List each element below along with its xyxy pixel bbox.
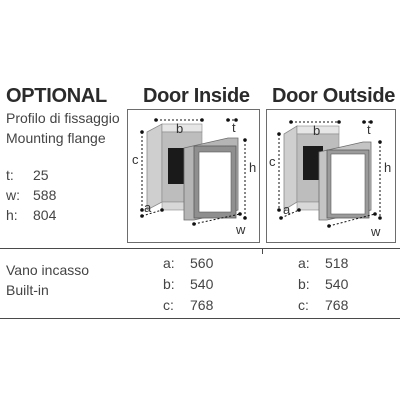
door-outside-panel: c b t h a w	[266, 109, 396, 243]
door-outside-diagram: c b t h a w	[269, 120, 391, 239]
label-c-outside: c	[269, 154, 276, 169]
outside-b-key: b:	[298, 276, 310, 292]
profile-label: Profilo di fissaggio	[6, 110, 120, 126]
optional-title: OPTIONAL	[6, 85, 107, 107]
door-inside-title: Door Inside	[143, 85, 250, 107]
mounting-label: Mounting flange	[6, 130, 106, 146]
bottom-divider-line	[0, 318, 400, 319]
label-b: b	[176, 121, 183, 136]
label-a: a	[144, 200, 152, 215]
outside-a-value: 518	[325, 255, 349, 271]
inside-a-value: 560	[190, 255, 214, 271]
spec-t-key: t:	[6, 167, 14, 183]
builtin-label-it: Vano incasso	[6, 262, 90, 278]
inside-c-key: c:	[163, 297, 174, 313]
spec-t-value: 25	[33, 167, 49, 183]
divider-tick	[262, 248, 263, 254]
spec-h-value: 804	[33, 207, 57, 223]
outside-c-value: 768	[325, 297, 349, 313]
inside-c-value: 768	[190, 297, 214, 313]
door-inside-diagram: c b t h a w	[132, 118, 256, 237]
outside-c-key: c:	[298, 297, 309, 313]
label-a-outside: a	[283, 202, 291, 217]
label-w: w	[235, 222, 246, 237]
spec-w-value: 588	[33, 187, 57, 203]
inside-b-key: b:	[163, 276, 175, 292]
door-inside-panel: c b t h a w	[127, 109, 260, 243]
label-h-outside: h	[384, 160, 391, 175]
label-c: c	[132, 152, 139, 167]
label-w-outside: w	[370, 224, 381, 239]
outside-b-value: 540	[325, 276, 349, 292]
label-b-outside: b	[313, 123, 320, 138]
outside-a-key: a:	[298, 255, 310, 271]
spec-w-key: w:	[6, 187, 20, 203]
builtin-label-en: Built-in	[6, 282, 49, 298]
inside-b-value: 540	[190, 276, 214, 292]
divider-line	[0, 248, 400, 249]
inside-a-key: a:	[163, 255, 175, 271]
spec-h-key: h:	[6, 207, 18, 223]
label-h: h	[249, 160, 256, 175]
label-t: t	[232, 120, 236, 135]
label-t-outside: t	[367, 122, 371, 137]
door-outside-title: Door Outside	[272, 85, 396, 107]
